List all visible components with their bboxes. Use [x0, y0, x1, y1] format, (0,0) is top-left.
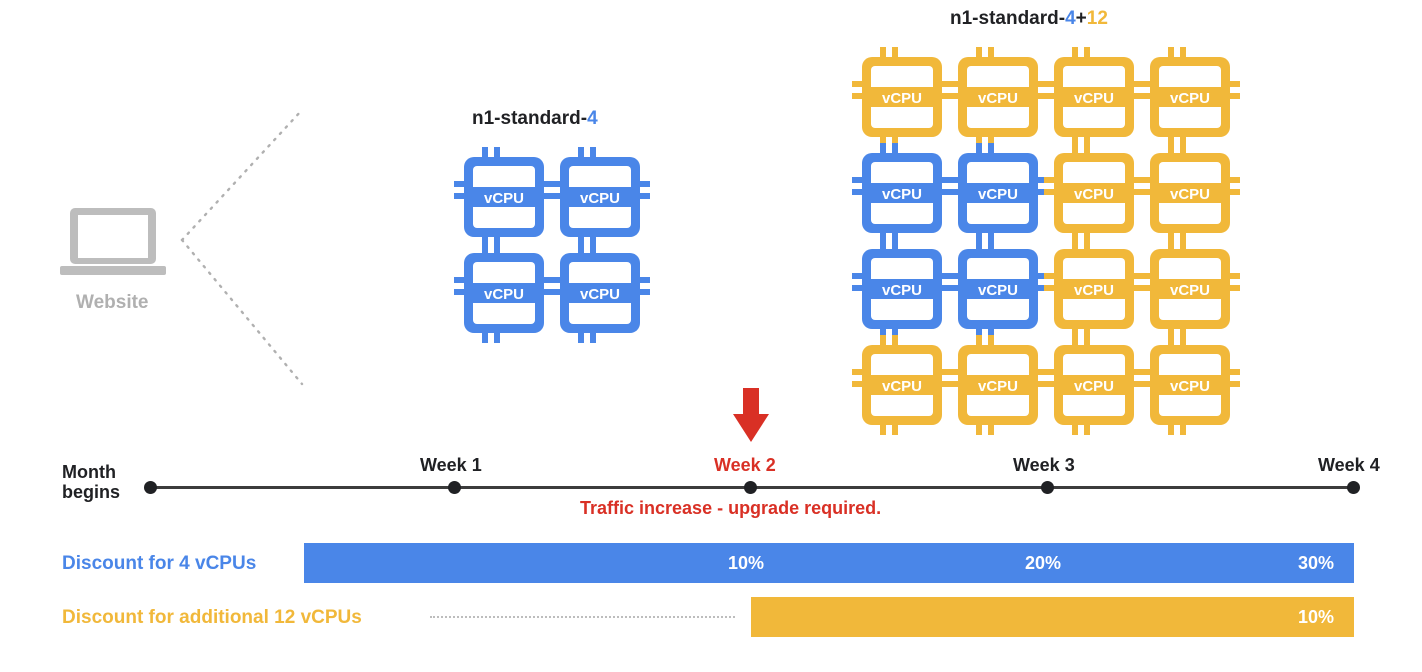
small-machine-grid: vCPU vCPU vCPU vCPU — [454, 147, 650, 343]
base-discount-week3: 20% — [1025, 553, 1062, 573]
vcpu-chip-yellow: vCPU — [1140, 47, 1240, 147]
vcpu-chip-blue: vCPU — [852, 143, 952, 243]
vcpu-chip-yellow: vCPU — [1140, 239, 1240, 339]
base-discount-week2: 10% — [728, 553, 765, 573]
laptop-icon — [60, 208, 166, 275]
week-3-dot — [1041, 481, 1054, 494]
website-label: Website — [76, 292, 149, 313]
vcpu-chip-label: vCPU — [978, 378, 1018, 395]
vcpu-chip-label: vCPU — [484, 190, 524, 207]
timeline-start-dot — [144, 481, 157, 494]
vcpu-chip-label: vCPU — [1170, 378, 1210, 395]
additional-discount-placeholder-line — [430, 616, 735, 618]
upgrade-arrow-icon — [733, 388, 769, 442]
vcpu-chip-label: vCPU — [1074, 186, 1114, 203]
vcpu-chip-label: vCPU — [978, 186, 1018, 203]
vcpu-chip-label: vCPU — [1074, 90, 1114, 107]
event-note: Traffic increase - upgrade required. — [580, 498, 882, 518]
vcpu-chip-label: vCPU — [882, 378, 922, 395]
vcpu-chip-yellow: vCPU — [852, 47, 952, 147]
vcpu-chip-label: vCPU — [580, 286, 620, 303]
vcpu-chip-label: vCPU — [978, 90, 1018, 107]
vcpu-chip: vCPU — [550, 147, 650, 247]
vcpu-chip-yellow: vCPU — [1044, 47, 1144, 147]
vcpu-chip-label: vCPU — [1170, 282, 1210, 299]
vcpu-chip: vCPU — [454, 243, 554, 343]
vcpu-chip-yellow: vCPU — [852, 335, 952, 435]
vcpu-chip-label: vCPU — [1170, 90, 1210, 107]
large-machine-grid: vCPU vCPU vCPU vCPU vCPU vCPU vCPU vCPU vCPU vCPU… — [852, 47, 1240, 435]
base-discount-label: Discount for 4 vCPUs — [62, 553, 257, 574]
additional-discount-bar: 10% — [751, 597, 1354, 637]
vcpu-chip: vCPU — [454, 147, 554, 247]
vcpu-chip-label: vCPU — [1170, 186, 1210, 203]
vcpu-chip-yellow: vCPU — [1140, 335, 1240, 435]
vcpu-chip-yellow: vCPU — [948, 335, 1048, 435]
connection-lines — [180, 108, 304, 386]
additional-discount-week4: 10% — [1298, 607, 1335, 627]
week-1-label: Week 1 — [420, 455, 482, 475]
vcpu-chip-label: vCPU — [1074, 282, 1114, 299]
vcpu-chip-yellow: vCPU — [1044, 239, 1144, 339]
week-2-label: Week 2 — [714, 455, 776, 475]
vcpu-chip-label: vCPU — [1074, 378, 1114, 395]
vcpu-chip-label: vCPU — [882, 90, 922, 107]
week-4-dot — [1347, 481, 1360, 494]
timeline-start-label: Month begins — [62, 462, 121, 502]
vcpu-chip-blue: vCPU — [948, 239, 1048, 339]
vcpu-chip-label: vCPU — [882, 282, 922, 299]
vcpu-chip-yellow: vCPU — [1044, 335, 1144, 435]
base-discount-bar: 10% 20% 30% — [304, 543, 1354, 583]
vcpu-chip-label: vCPU — [484, 286, 524, 303]
large-machine-extra-count: 12 — [1086, 8, 1108, 29]
vcpu-chip-blue: vCPU — [852, 239, 952, 339]
week-4-label: Week 4 — [1318, 455, 1380, 475]
website-node: Website — [58, 200, 168, 320]
vcpu-chip-label: vCPU — [580, 190, 620, 207]
vcpu-chip-label: vCPU — [978, 282, 1018, 299]
vcpu-chip: vCPU — [550, 243, 650, 343]
vcpu-chip-label: vCPU — [882, 186, 922, 203]
week-2-dot — [744, 481, 757, 494]
base-discount-week4: 30% — [1298, 553, 1335, 573]
week-1-dot — [448, 481, 461, 494]
week-3-label: Week 3 — [1013, 455, 1075, 475]
additional-discount-label: Discount for additional 12 vCPUs — [62, 607, 362, 628]
small-machine-vcpu-count: 4 — [587, 108, 598, 129]
large-machine-title: n1-standard-4+12 — [950, 8, 1108, 29]
vcpu-chip-blue: vCPU — [948, 143, 1048, 243]
vcpu-chip-yellow: vCPU — [1140, 143, 1240, 243]
vcpu-chip-yellow: vCPU — [1044, 143, 1144, 243]
vcpu-chip-yellow: vCPU — [948, 47, 1048, 147]
small-machine-title: n1-standard-4 — [472, 108, 598, 129]
